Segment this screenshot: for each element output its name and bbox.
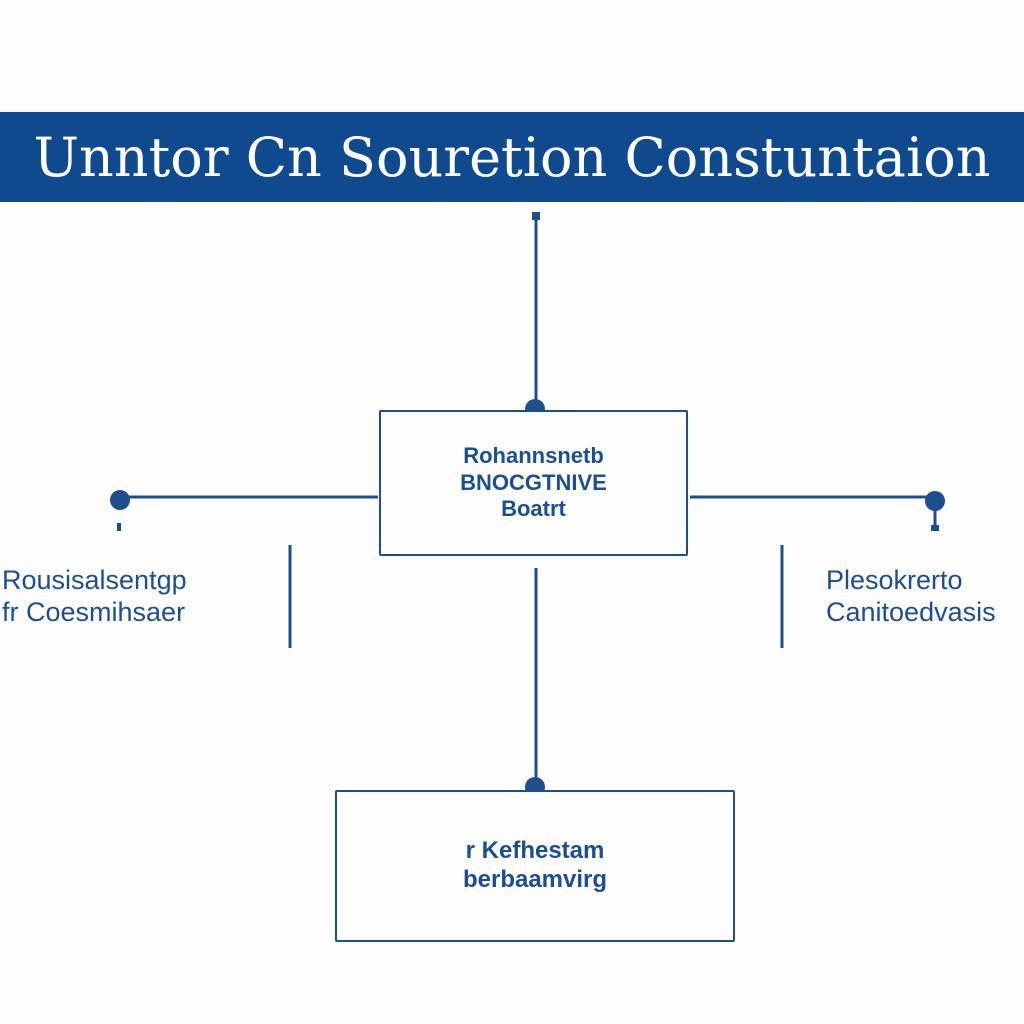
left-tick: [117, 523, 121, 531]
bottom-node-line-1: r Kefhestam: [465, 837, 605, 865]
title-banner: Unntor Cn Souretion Constuntaion: [0, 112, 1024, 202]
left-label-line-2: fr Coesmihsaer: [2, 597, 186, 627]
diagram-title: Unntor Cn Souretion Constuntaion: [33, 125, 991, 189]
center-node: Rohannsnetb BNOCGTNIVE Boatrt: [379, 410, 688, 556]
top-terminal: [532, 212, 540, 220]
left-junction-dot: [110, 490, 130, 510]
right-label: Plesokrerto Canitoedvasis: [790, 545, 1024, 647]
center-node-line-1: Rohannsnetb: [463, 443, 604, 469]
center-node-line-2: BNOCGTNIVE: [460, 469, 607, 495]
right-label-line-2: Canitoedvasis: [826, 597, 996, 627]
center-node-line-3: Boatrt: [501, 496, 566, 522]
right-terminal: [931, 525, 939, 531]
left-label: Rousisalsentgp fr Coesmihsaer: [2, 545, 282, 647]
right-junction-dot: [925, 491, 945, 511]
bottom-node: r Kefhestam berbaamvirg: [335, 790, 735, 942]
left-label-line-1: Rousisalsentgp: [2, 564, 187, 595]
bottom-node-line-2: berbaamvirg: [462, 866, 608, 893]
right-label-line-1: Plesokrerto: [826, 564, 963, 595]
